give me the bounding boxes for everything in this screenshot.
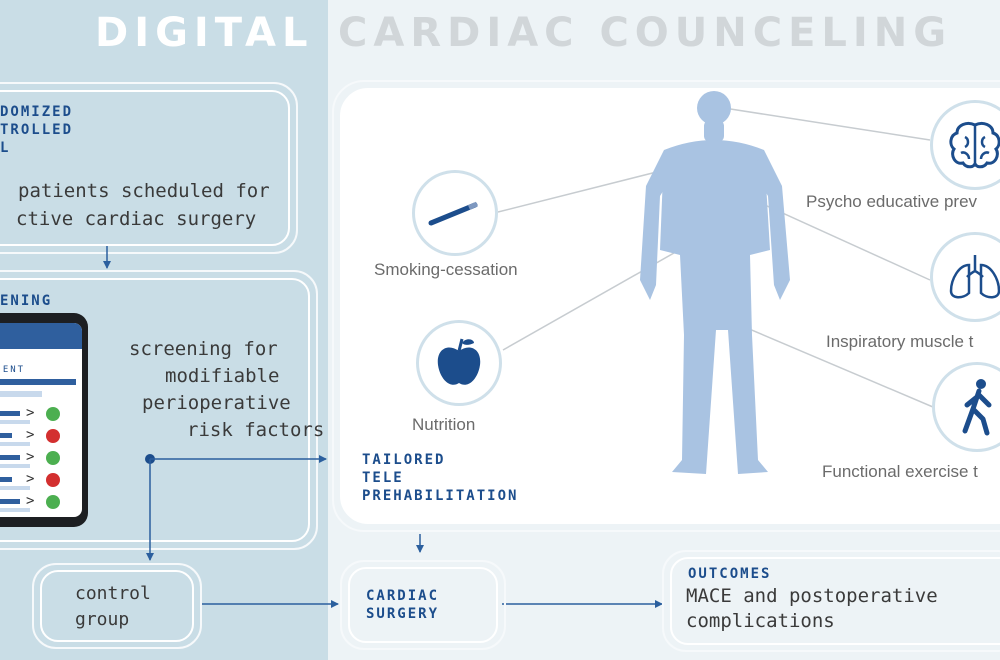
chevron-right-icon: > [26,471,35,487]
tablet-title: TIENT [0,365,26,375]
tablet-row-bar [0,499,20,504]
outcomes-box [662,550,1000,652]
tablet-header-bar [0,323,82,349]
rct-box [0,82,298,254]
status-dot-icon [46,429,60,443]
psycho-circle [930,100,1000,190]
prehab-heading-3: PREHABILITATION [362,488,519,504]
tablet-device: TIENT > > > > > [0,313,88,527]
cardiac-surgery-inner-box [348,567,498,643]
smoking-circle [412,170,498,256]
human-figure [640,91,790,474]
tablet-row-subbar [0,486,30,490]
tablet-row-bar [0,411,20,416]
status-dot-icon [46,495,60,509]
prehab-box [332,80,1000,532]
rct-heading-3: L [0,140,11,156]
tablet-row-bar [0,477,12,482]
exercise-label: Functional exercise t [822,462,978,481]
rct-body-1: patients scheduled for [18,180,270,202]
smoking-label: Smoking-cessation [374,260,518,279]
tablet-screen: TIENT > > > > > [0,323,82,517]
status-dot-icon [46,473,60,487]
cardiac-surgery-line-1: CARDIAC [366,588,440,604]
cardiac-surgery-box [340,560,506,650]
screening-body-3: perioperative [142,392,291,414]
tablet-row-bar [0,455,20,460]
rct-inner-box [0,90,290,246]
outcomes-body-2: complications [686,610,835,632]
brain-icon [949,121,1000,169]
tablet-row-subbar [0,442,30,446]
inspiratory-label: Inspiratory muscle t [826,332,974,351]
nutrition-circle [416,320,502,406]
tablet-subtitle-bar [0,391,42,397]
outcomes-inner-box [670,557,1000,645]
rct-heading-2: TROLLED [0,122,74,138]
nutrition-label: Nutrition [412,415,476,434]
prehab-heading-2: TELE [362,470,404,486]
screening-heading: ENING [0,293,53,309]
screening-inner-box [0,278,310,542]
chevron-right-icon: > [26,405,35,421]
rct-body-2: ctive cardiac surgery [16,208,257,230]
status-dot-icon [46,451,60,465]
prehab-heading-1: TAILORED [362,452,446,468]
rct-heading-1: DOMIZED [0,104,74,120]
inspiratory-circle [930,232,1000,322]
chevron-right-icon: > [26,493,35,509]
walking-person-icon [962,379,992,436]
tablet-row-subbar [0,420,30,424]
cardiac-surgery-line-2: SURGERY [366,606,440,622]
control-group-line-1: control [75,583,151,604]
title-digital: DIGITAL [95,10,314,56]
apple-icon [437,338,481,385]
tablet-row-subbar [0,464,30,468]
title-cardiac-counceling: CARDIAC COUNCELING [338,10,953,56]
screening-body-2: modifiable [165,365,280,387]
chevron-right-icon: > [26,427,35,443]
control-group-box [32,563,202,649]
outcomes-body-1: MACE and postoperative [686,585,938,607]
tablet-row-subbar [0,508,30,512]
outcomes-heading: OUTCOMES [688,566,772,582]
cigarette-icon [428,201,479,226]
screening-body-4: risk factors [187,419,325,441]
control-group-line-2: group [75,609,130,630]
chevron-right-icon: > [26,449,35,465]
screening-box [0,270,318,550]
status-dot-icon [46,407,60,421]
psycho-label: Psycho educative prev [806,192,978,211]
exercise-circle [932,362,1000,452]
lungs-icon [949,255,1000,299]
control-group-inner-box [40,570,194,642]
screening-body-1: screening for [129,338,278,360]
tablet-title-bar [0,379,76,385]
tablet-row-bar [0,433,12,438]
